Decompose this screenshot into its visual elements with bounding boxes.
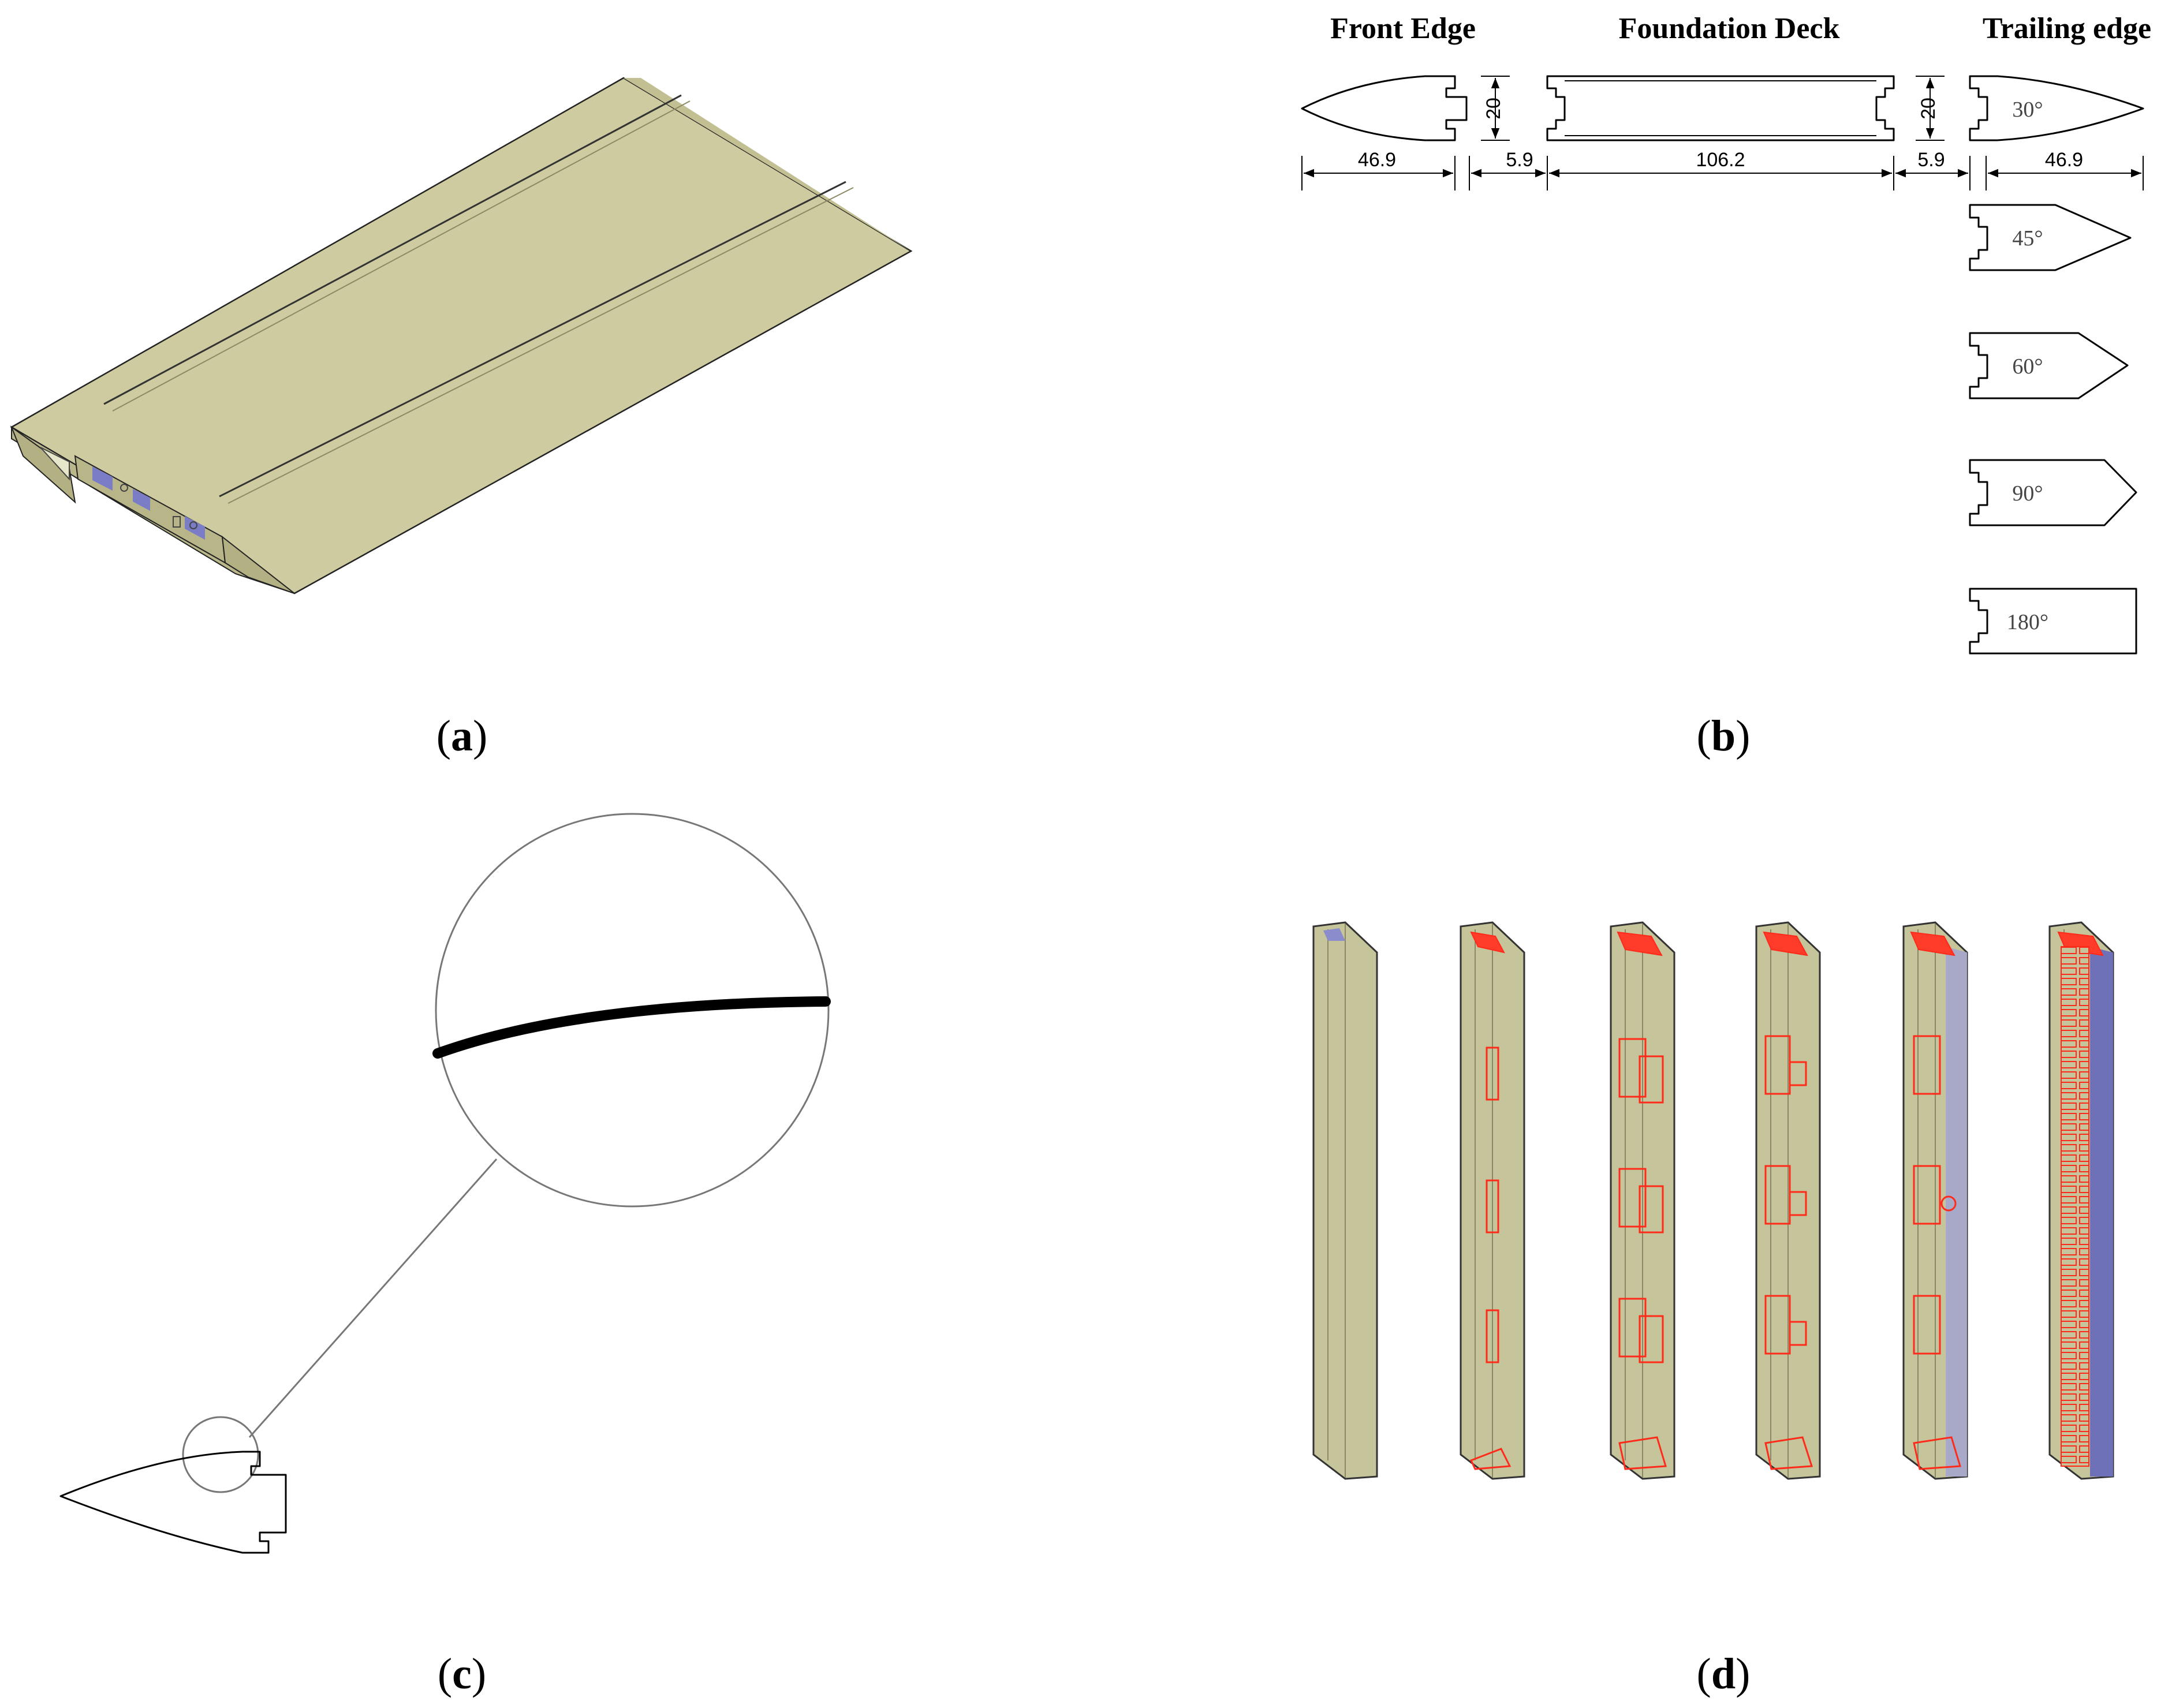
caption-b: (b): [1697, 712, 1751, 760]
trailing-edge-30: [1969, 75, 2144, 141]
caption-a: (a): [436, 712, 488, 760]
panel-b-sections: Front Edge Foundation Deck Trailing edge…: [1301, 12, 2151, 655]
trailing-edge-180: [1969, 588, 2137, 655]
beam-6: [2048, 921, 2114, 1480]
detail-circle: [182, 1416, 259, 1493]
beam-1: [1312, 921, 1378, 1480]
trailing-edge-45: [1969, 204, 2132, 271]
beam-4: [1755, 921, 1821, 1480]
height-dim-right: 20: [1917, 98, 1939, 119]
deck-length-dim: 106.2: [1696, 149, 1745, 171]
caption-d: (d): [1697, 1650, 1751, 1698]
foundation-deck-header: Foundation Deck: [1619, 12, 1840, 45]
left-gap-dim: 5.9: [1506, 149, 1533, 171]
angle-60-label: 60°: [2012, 354, 2043, 379]
right-gap-dim: 5.9: [1917, 149, 1945, 171]
hatched-region: [2061, 946, 2089, 1467]
foundation-deck-profile: [1546, 75, 1895, 141]
angle-30-label: 30°: [2012, 98, 2043, 122]
beam-3: [1610, 921, 1675, 1480]
panel-a-3d-deck: [10, 77, 913, 595]
angle-180-label: 180°: [2007, 610, 2048, 634]
magnifier-circle: [435, 813, 830, 1208]
beam-2: [1460, 921, 1525, 1480]
front-edge-header: Front Edge: [1330, 12, 1476, 45]
trailing-edge-60: [1969, 332, 2129, 399]
trailing-length-dim: 46.9: [2045, 149, 2083, 171]
horizontal-dimensions: 46.9 5.9 106.2 5.9 46.9: [1301, 149, 2144, 190]
front-edge-detail-profile: [59, 1451, 287, 1554]
angle-90-label: 90°: [2012, 481, 2043, 506]
beam-5: [1902, 921, 1968, 1480]
trailing-edge-90: [1969, 459, 2137, 526]
captions: (a) (b) (c) (d): [436, 712, 1751, 1698]
panel-c-detail: [59, 813, 831, 1554]
panel-d-beams: [1312, 921, 2114, 1480]
front-length-dim: 46.9: [1358, 149, 1396, 171]
front-edge-profile: [1301, 75, 1468, 141]
caption-c: (c): [438, 1650, 486, 1698]
height-dim-left: 20: [1483, 98, 1505, 119]
trailing-edge-header: Trailing edge: [1983, 12, 2151, 45]
magnified-curve: [432, 996, 831, 1059]
angle-45-label: 45°: [2012, 226, 2043, 251]
